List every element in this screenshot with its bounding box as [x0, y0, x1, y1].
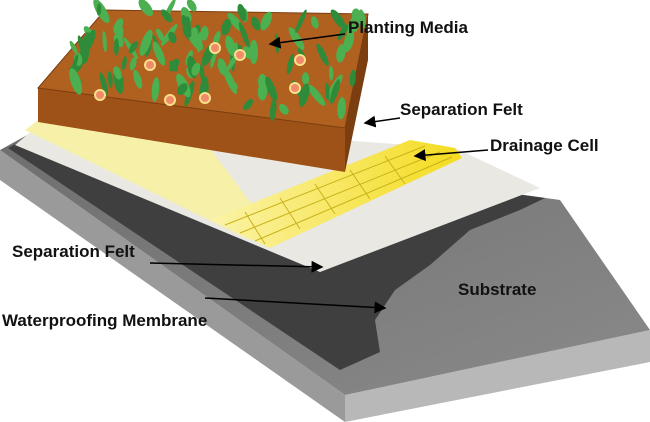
plant-leaf: [121, 56, 127, 70]
plant-leaf: [176, 83, 188, 96]
plant-leaf: [260, 11, 273, 31]
plant-leaf: [286, 54, 295, 75]
arrow-separation-felt-top: [363, 115, 401, 128]
plant-leaf: [225, 35, 236, 57]
label-substrate: Substrate: [458, 280, 537, 299]
plant-leaf: [186, 0, 197, 12]
plant-leaf: [251, 16, 261, 31]
plant-leaf: [169, 58, 180, 72]
plant-leaf: [269, 98, 277, 121]
plants: [69, 0, 366, 121]
plant-leaf: [265, 76, 278, 101]
flower: [94, 89, 106, 101]
plant-leaf: [139, 29, 153, 56]
plant-leaf: [138, 0, 154, 17]
plant-leaf: [181, 14, 192, 38]
plant-leaf: [295, 9, 307, 33]
plant-leaf: [325, 82, 330, 101]
plant-leaf: [200, 25, 209, 41]
plant-leaf: [69, 40, 78, 54]
flower: [294, 54, 306, 66]
plant-leaf: [328, 65, 334, 81]
plant-leaf: [187, 29, 204, 51]
plant-leaf: [237, 3, 247, 22]
plant-leaf: [199, 64, 205, 81]
flower: [289, 82, 301, 94]
plant-leaf: [337, 24, 349, 41]
flower: [144, 59, 156, 71]
plant-leaf: [77, 35, 85, 54]
label-separation-felt-top: Separation Felt: [400, 100, 523, 119]
plant-leaf: [69, 68, 83, 95]
plant-leaf: [107, 70, 113, 88]
arrow-waterproofing-membrane: [204, 297, 387, 314]
plant-leaf: [301, 72, 310, 86]
plant-leaf: [249, 39, 258, 65]
plant-leaf: [238, 22, 250, 48]
plant-leaf: [330, 9, 346, 29]
plant-leaf: [128, 41, 139, 54]
plant-leaf: [278, 103, 289, 115]
plant-leaf: [343, 30, 355, 53]
plant-leaf: [156, 28, 165, 42]
flower: [209, 42, 221, 54]
label-drainage-cell: Drainage Cell: [490, 136, 599, 155]
plant-leaf: [351, 8, 361, 22]
plant-leaf: [116, 26, 124, 43]
plant-leaf: [349, 69, 356, 87]
flower: [199, 92, 211, 104]
arrow-planting-media: [268, 33, 346, 49]
plant-leaf: [307, 84, 326, 106]
label-planting-media: Planting Media: [348, 18, 468, 37]
plant-leaf: [102, 30, 107, 53]
arrow-separation-felt-bottom: [149, 260, 324, 273]
plant-leaf: [288, 26, 305, 50]
plant-leaf: [316, 43, 329, 66]
plant-leaf: [221, 18, 232, 36]
plant-leaf: [336, 44, 346, 63]
plant-leaf: [223, 69, 237, 95]
plant-leaf: [310, 16, 319, 29]
plant-leaf: [337, 97, 346, 120]
plant-leaf: [99, 72, 108, 96]
plant-leaf: [96, 3, 102, 16]
plant-leaf: [84, 29, 96, 52]
plant-leaf: [257, 82, 268, 101]
plant-leaf: [133, 69, 143, 89]
plant-leaf: [160, 9, 173, 23]
plant-leaf: [152, 41, 166, 66]
plant-leaf: [151, 76, 160, 102]
label-waterproofing-membrane: Waterproofing Membrane: [2, 311, 208, 330]
drainage-cell-layer: [210, 140, 462, 248]
flower: [234, 49, 246, 61]
plant-leaf: [243, 98, 254, 111]
plant-leaf: [113, 18, 124, 34]
plant-leaf: [93, 0, 110, 24]
plant-leaf: [168, 31, 177, 44]
plant-leaf: [191, 62, 201, 76]
plant-leaf: [329, 79, 341, 104]
plant-leaf: [298, 83, 310, 107]
plant-leaf: [129, 56, 137, 71]
plant-leaf: [353, 20, 361, 33]
arrow-drainage-cell: [413, 149, 489, 162]
plant-leaf: [113, 66, 122, 80]
plant-leaf: [113, 38, 120, 56]
flower: [164, 94, 176, 106]
label-separation-felt-bottom: Separation Felt: [12, 242, 135, 261]
